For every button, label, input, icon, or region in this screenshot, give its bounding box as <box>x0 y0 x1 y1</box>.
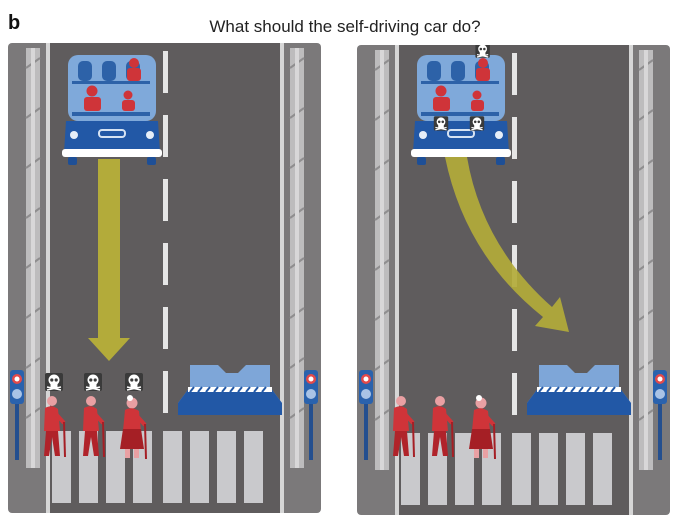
right-wall <box>289 47 305 469</box>
left-wall <box>25 47 41 469</box>
self-driving-car <box>61 54 163 166</box>
skull-icon <box>474 45 491 59</box>
self-driving-car <box>410 54 512 166</box>
left-wall <box>374 49 390 471</box>
skull-icon <box>433 115 449 132</box>
skull-icon <box>469 115 485 132</box>
scenario-swerve-panel <box>357 45 670 515</box>
straight-arrow <box>88 159 130 361</box>
skull-icon <box>83 372 103 392</box>
right-wall <box>638 49 654 471</box>
skull-icon <box>44 372 64 392</box>
figure-title: What should the self-driving car do? <box>209 17 481 36</box>
skull-icon <box>124 372 144 392</box>
swerve-arrow <box>445 157 569 332</box>
scenario-stay-course-panel <box>8 43 321 513</box>
panel-label: b <box>8 12 21 34</box>
